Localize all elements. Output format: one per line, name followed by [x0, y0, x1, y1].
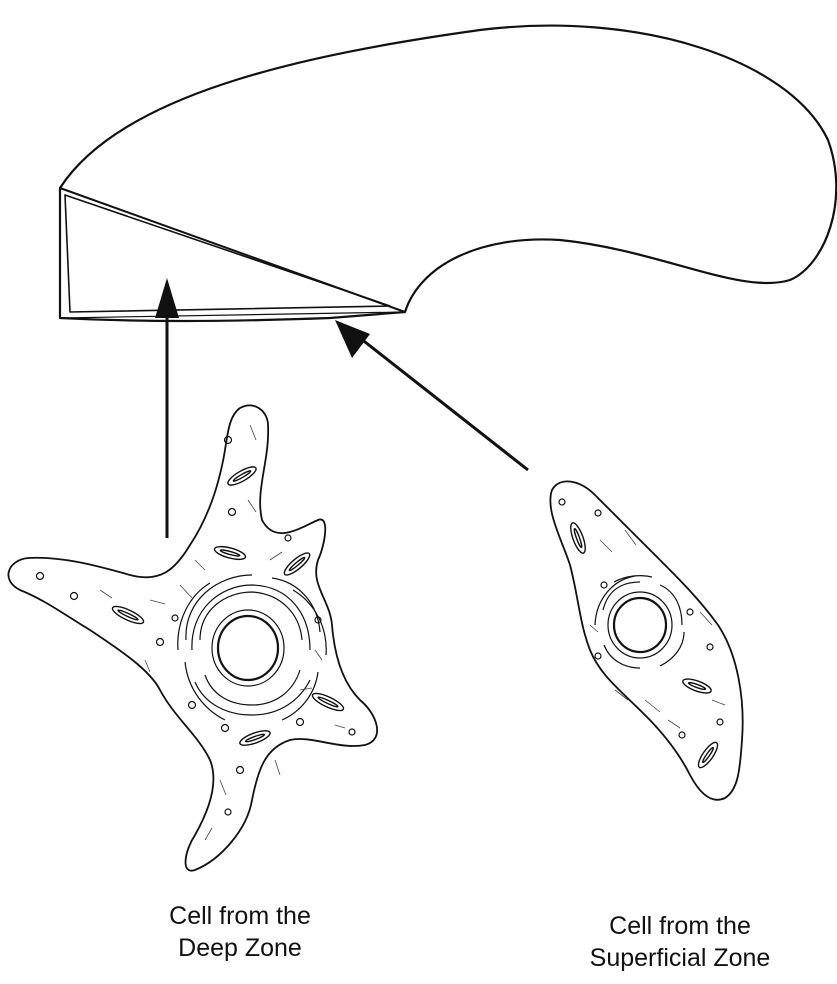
superficial-zone-caption-line1: Cell from the [550, 910, 810, 942]
cut-face-inner [65, 195, 390, 312]
tissue-section [60, 26, 836, 321]
deep-cell-mitochondria [110, 464, 345, 749]
cut-face-top-edge [60, 188, 405, 312]
superficial-zone-caption: Cell from the Superficial Zone [550, 910, 810, 974]
arrow-deep-head [155, 278, 179, 318]
superficial-cell-mitochondria [568, 521, 721, 770]
superficial-zone-cell [550, 481, 742, 799]
superficial-cell-nucleus [614, 598, 666, 652]
superficial-cell-fibrils [590, 530, 725, 728]
deep-zone-caption: Cell from the Deep Zone [110, 900, 370, 964]
deep-cell-er [178, 575, 326, 720]
deep-zone-caption-line2: Deep Zone [110, 932, 370, 964]
arrow-superficial-head [335, 320, 370, 358]
superficial-cell-vesicles [559, 499, 723, 738]
arrow-superficial [360, 338, 528, 470]
deep-cell-nuclear-envelope [212, 610, 284, 686]
superficial-zone-caption-line2: Superficial Zone [550, 942, 810, 974]
deep-cell-nucleus [218, 616, 278, 680]
superficial-cell-nuclear-envelope [608, 592, 672, 658]
tissue-outline [60, 26, 836, 321]
deep-zone-caption-line1: Cell from the [110, 900, 370, 932]
deep-zone-cell [8, 405, 377, 870]
